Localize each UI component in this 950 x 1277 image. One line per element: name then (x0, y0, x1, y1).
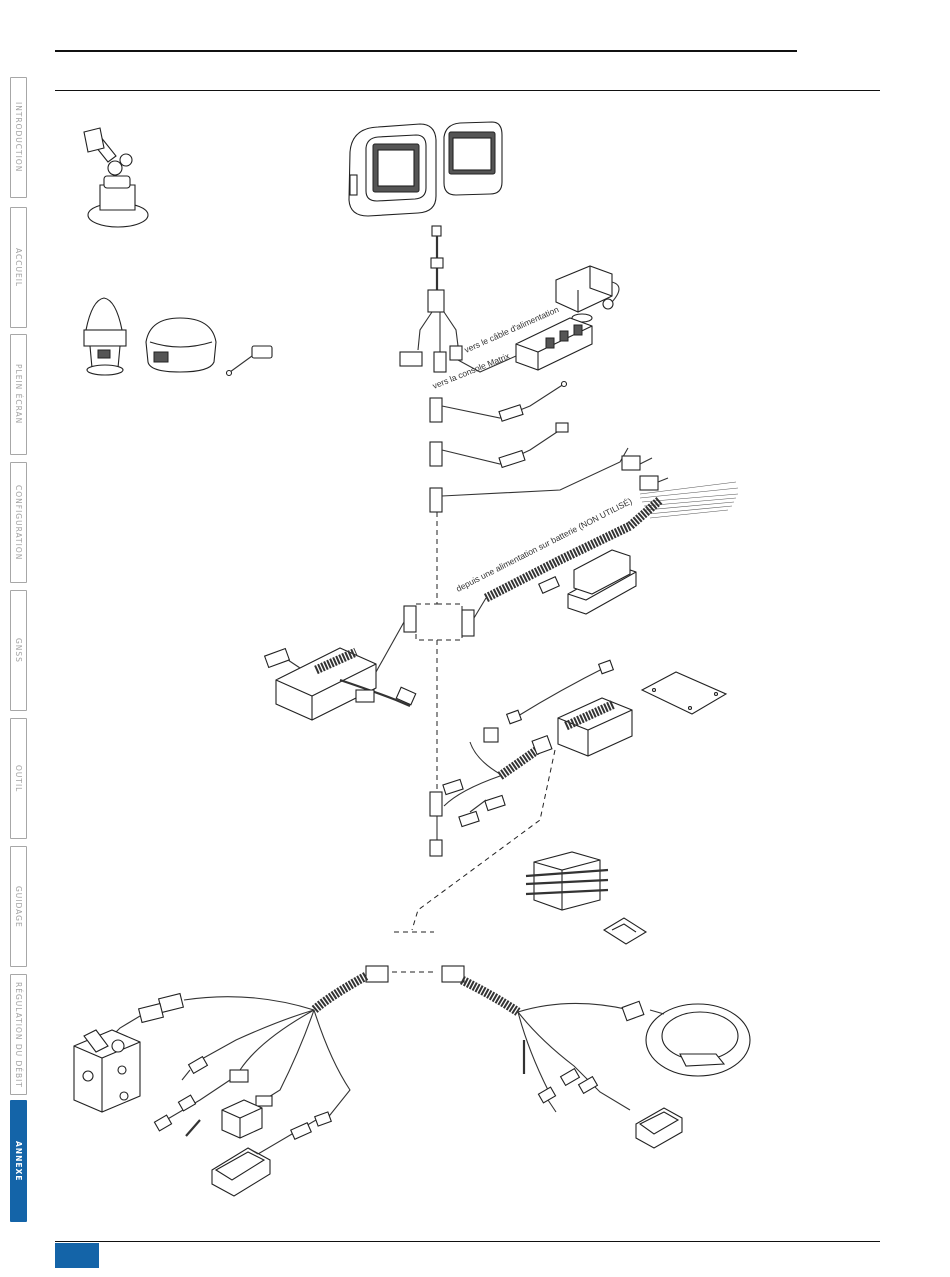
valve-block-icon (526, 852, 646, 944)
extension-cable-icon (430, 382, 567, 423)
foot-switch-right-icon (636, 1108, 682, 1148)
junction-connector-left (404, 606, 416, 632)
page-number-block (55, 1243, 99, 1268)
control-harness-icon (430, 728, 552, 856)
suction-mount-icon (84, 128, 148, 227)
camera-icon (556, 266, 619, 322)
gnss-receiver-icon (146, 318, 216, 372)
ecu-module-icon (265, 622, 416, 720)
speed-sensor-icon (646, 1004, 750, 1076)
flow-valve-icon (74, 1030, 140, 1112)
sensor-plate-icon (642, 672, 726, 714)
shutoff-valve-icon (222, 1100, 262, 1138)
junction-connector-right (462, 610, 474, 636)
gnss-antenna-icon (84, 298, 126, 375)
matrix-console-icon (349, 122, 502, 216)
foot-switch-left-icon (212, 1148, 270, 1196)
small-antenna-icon (227, 346, 273, 376)
power-cable-icon (400, 226, 462, 372)
boom-harness-right-icon (442, 966, 644, 1112)
extension-cable-2-icon (430, 423, 568, 467)
footer-rule (55, 1241, 880, 1242)
controller-icon (507, 660, 632, 756)
connection-guide-upper (416, 512, 462, 640)
connection-guide-lower (392, 750, 555, 972)
